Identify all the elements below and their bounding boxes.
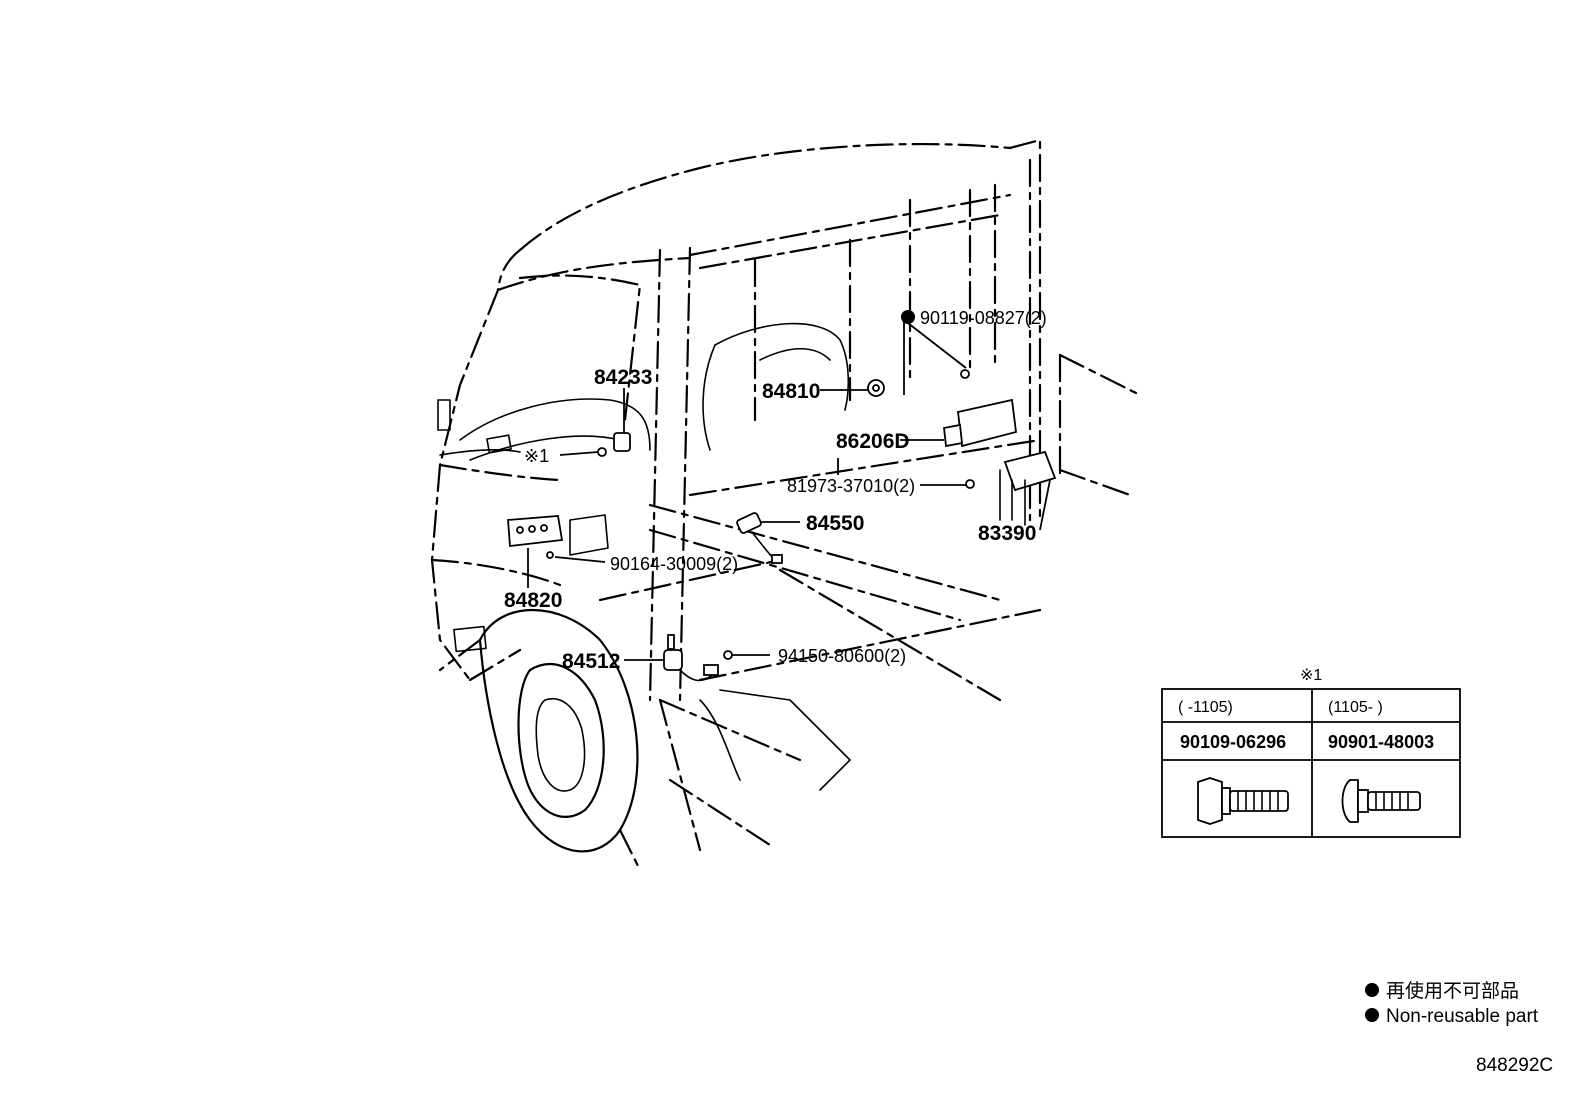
table-col2-range: (1105- ) [1328,699,1383,716]
legend-text-ja: 再使用不可部品 [1386,980,1519,1002]
part-83390-bracket [999,450,1057,526]
label-ref1: ※1 [524,446,549,466]
legend-bullet-en [1365,1008,1379,1022]
label-86206D: 86206D [836,430,910,453]
part-84810-switch [867,379,885,397]
table-col1-part: 90109-06296 [1180,732,1286,752]
label-81973-37010: 81973-37010(2) [787,476,915,496]
label-84810: 84810 [762,380,820,403]
part-84512-switch [663,634,733,682]
part-84550-switch [736,512,783,564]
label-84233: 84233 [594,366,652,389]
label-90119-08827: 90119-08827(2) [920,308,1047,328]
pan-head-bolt-icon [1341,779,1421,823]
legend-text-en: Non-reusable part [1386,1006,1539,1027]
leader-lines [527,319,1051,661]
flange-bolt-icon [1197,777,1289,825]
legend: 再使用不可部品 Non-reusable part [1365,980,1539,1027]
part-84820-switch-panel [507,515,564,559]
part-86206D-module [943,369,1017,489]
variant-table: ※1 ( -1105) (1105- ) 90109-06296 90901-4… [1161,667,1461,838]
table-marker: ※1 [1300,667,1322,684]
label-90164-30009: 90164-30009(2) [610,554,738,574]
figure-id: 848292C [1476,1055,1553,1076]
label-84820: 84820 [504,589,562,612]
label-83390: 83390 [978,522,1036,545]
part-84233-switch [597,432,631,457]
table-col2-part: 90901-48003 [1328,732,1434,752]
label-94150-80600: 94150-80600(2) [778,646,906,666]
non-reusable-marker [901,310,915,324]
label-84512: 84512 [562,650,620,673]
label-84550: 84550 [806,512,864,535]
legend-bullet-ja [1365,983,1379,997]
cab-outline [430,138,1142,872]
table-col1-range: ( -1105) [1178,699,1233,716]
